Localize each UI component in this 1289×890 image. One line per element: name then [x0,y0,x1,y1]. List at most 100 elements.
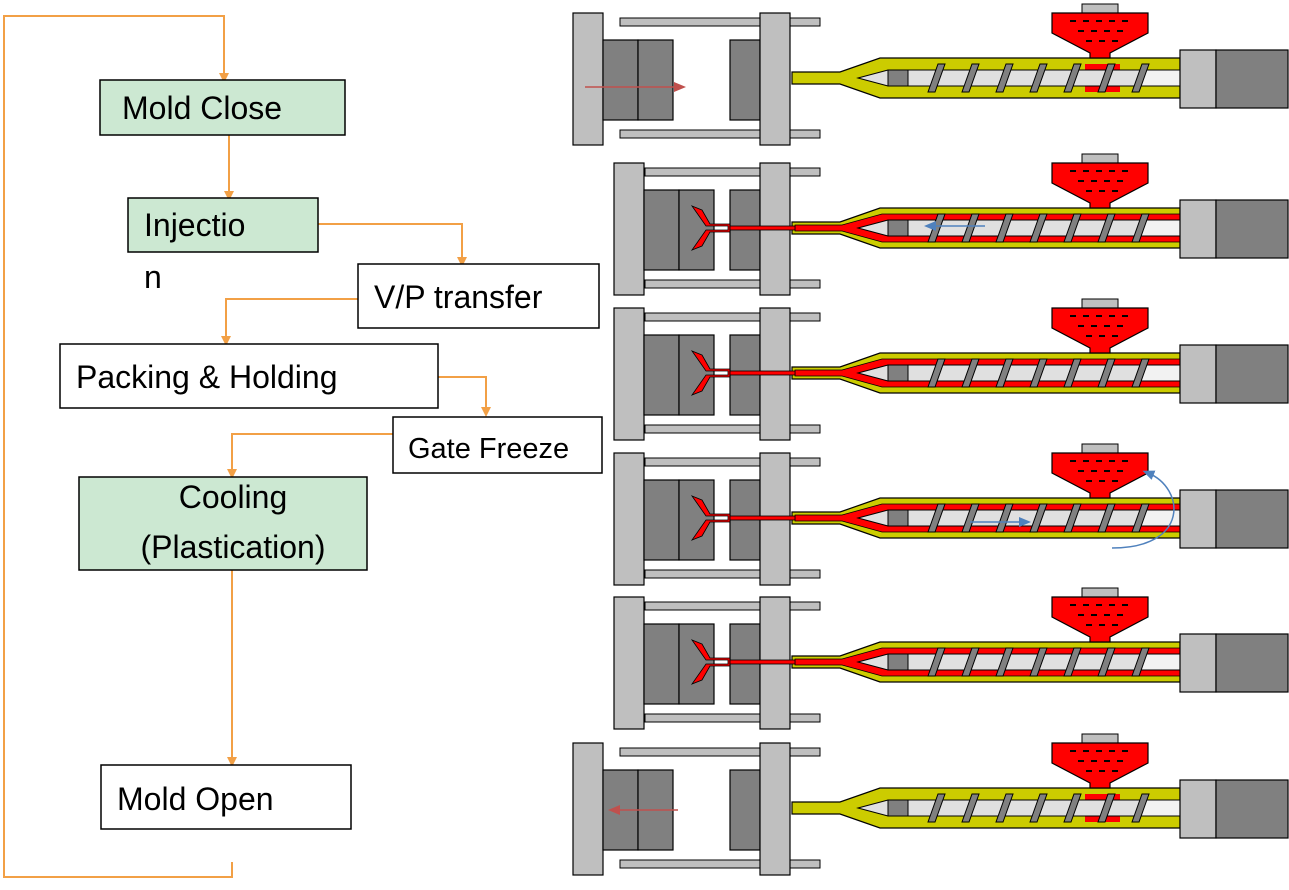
mold-core [637,39,674,121]
pellet [1091,614,1097,616]
screw-flight [927,358,946,388]
pellet [1083,460,1089,462]
tie-bar [619,747,821,757]
drive-motor [1215,633,1289,693]
screw-flight [995,793,1014,823]
screw-flight [1029,63,1048,93]
pellet [1122,170,1128,172]
screw-flight [961,793,980,823]
screw-flight [995,647,1014,677]
screw-flight [995,63,1014,93]
mold-plate [643,334,680,416]
tie-bar [644,424,821,434]
screw-flight [961,63,980,93]
pellet [1117,325,1123,327]
pellet [1078,614,1084,616]
screw-flight [1097,647,1116,677]
screw-flight [961,358,980,388]
pellet [1122,460,1128,462]
drive-housing [1179,779,1217,839]
pellet [1109,604,1115,606]
drive-motor [1215,49,1289,109]
pellet [1078,180,1084,182]
flow-step-label-continued: n [144,259,162,295]
pellet [1112,40,1118,42]
pellet [1099,624,1105,626]
pellet [1109,750,1115,752]
screw-flight [1029,358,1048,388]
pellet [1096,604,1102,606]
drive-housing [1179,489,1217,549]
hopper-cap [1081,587,1119,598]
moving-platen [613,596,645,730]
machine-stage-mold-open [572,733,1289,876]
moving-platen [572,12,604,146]
arrow-vp-to-packing [221,298,360,346]
pellet [1091,470,1097,472]
screw-flight [927,63,946,93]
screw-flight [1063,213,1082,243]
check-ring [887,799,909,817]
flow-step-label: V/P transfer [374,279,543,315]
check-ring [887,219,909,237]
screw-rotation-arrow [1111,470,1175,549]
pellet [1096,315,1102,317]
pellet [1112,335,1118,337]
pellet [1109,170,1115,172]
flow-step-label: Mold Open [117,781,274,817]
pellet [1104,470,1110,472]
flow-step-packing-holding: Packing & Holding [59,343,439,409]
screw-flight [927,793,946,823]
return-loop-arrow [3,15,233,878]
pellet [1099,770,1105,772]
drive-motor [1215,344,1289,404]
pellet [1117,760,1123,762]
hopper-cap [1081,153,1119,164]
process-flowchart: Mold Close Injectio n V/P transfer Packi… [3,15,603,878]
pellet [1112,770,1118,772]
moving-platen [613,452,645,586]
cavity-part [690,495,731,541]
screw-flight [1097,793,1116,823]
pellet [1086,190,1092,192]
screw-flight [1063,647,1082,677]
screw-flight [1029,503,1048,533]
screw-flight [1097,358,1116,388]
tie-bar [644,569,821,579]
pellet [1091,325,1097,327]
pellet [1109,20,1115,22]
tie-bar [644,601,821,611]
pellet [1122,315,1128,317]
pellet [1070,460,1076,462]
screw-flight [1131,63,1150,93]
tie-bar [644,279,821,289]
screw-flight [1131,358,1150,388]
screw-flight [1029,213,1048,243]
hopper-cap [1081,298,1119,309]
pellet [1078,470,1084,472]
machine-stage-cooling [613,587,1289,730]
screw-flight [927,503,946,533]
tie-bar [619,17,821,27]
screw-flight [961,213,980,243]
pellet [1117,614,1123,616]
drive-housing [1179,199,1217,259]
pellet [1070,20,1076,22]
pellet [1091,760,1097,762]
flow-step-gate-freeze: Gate Freeze [392,416,603,474]
screw-flight [1097,503,1116,533]
flow-step-label-continued: (Plastication) [141,529,326,565]
hopper [1051,307,1149,354]
mold-plate [643,479,680,561]
sprue [729,659,796,665]
pellet [1104,30,1110,32]
screw-flight [1029,647,1048,677]
tie-bar [644,312,821,322]
flow-step-label: Injectio [144,207,245,243]
pellet [1086,480,1092,482]
machine-stage-mold-close [572,3,1289,146]
pellet [1099,190,1105,192]
hopper-cap [1081,733,1119,744]
pellet [1083,315,1089,317]
hopper-cap [1081,3,1119,14]
